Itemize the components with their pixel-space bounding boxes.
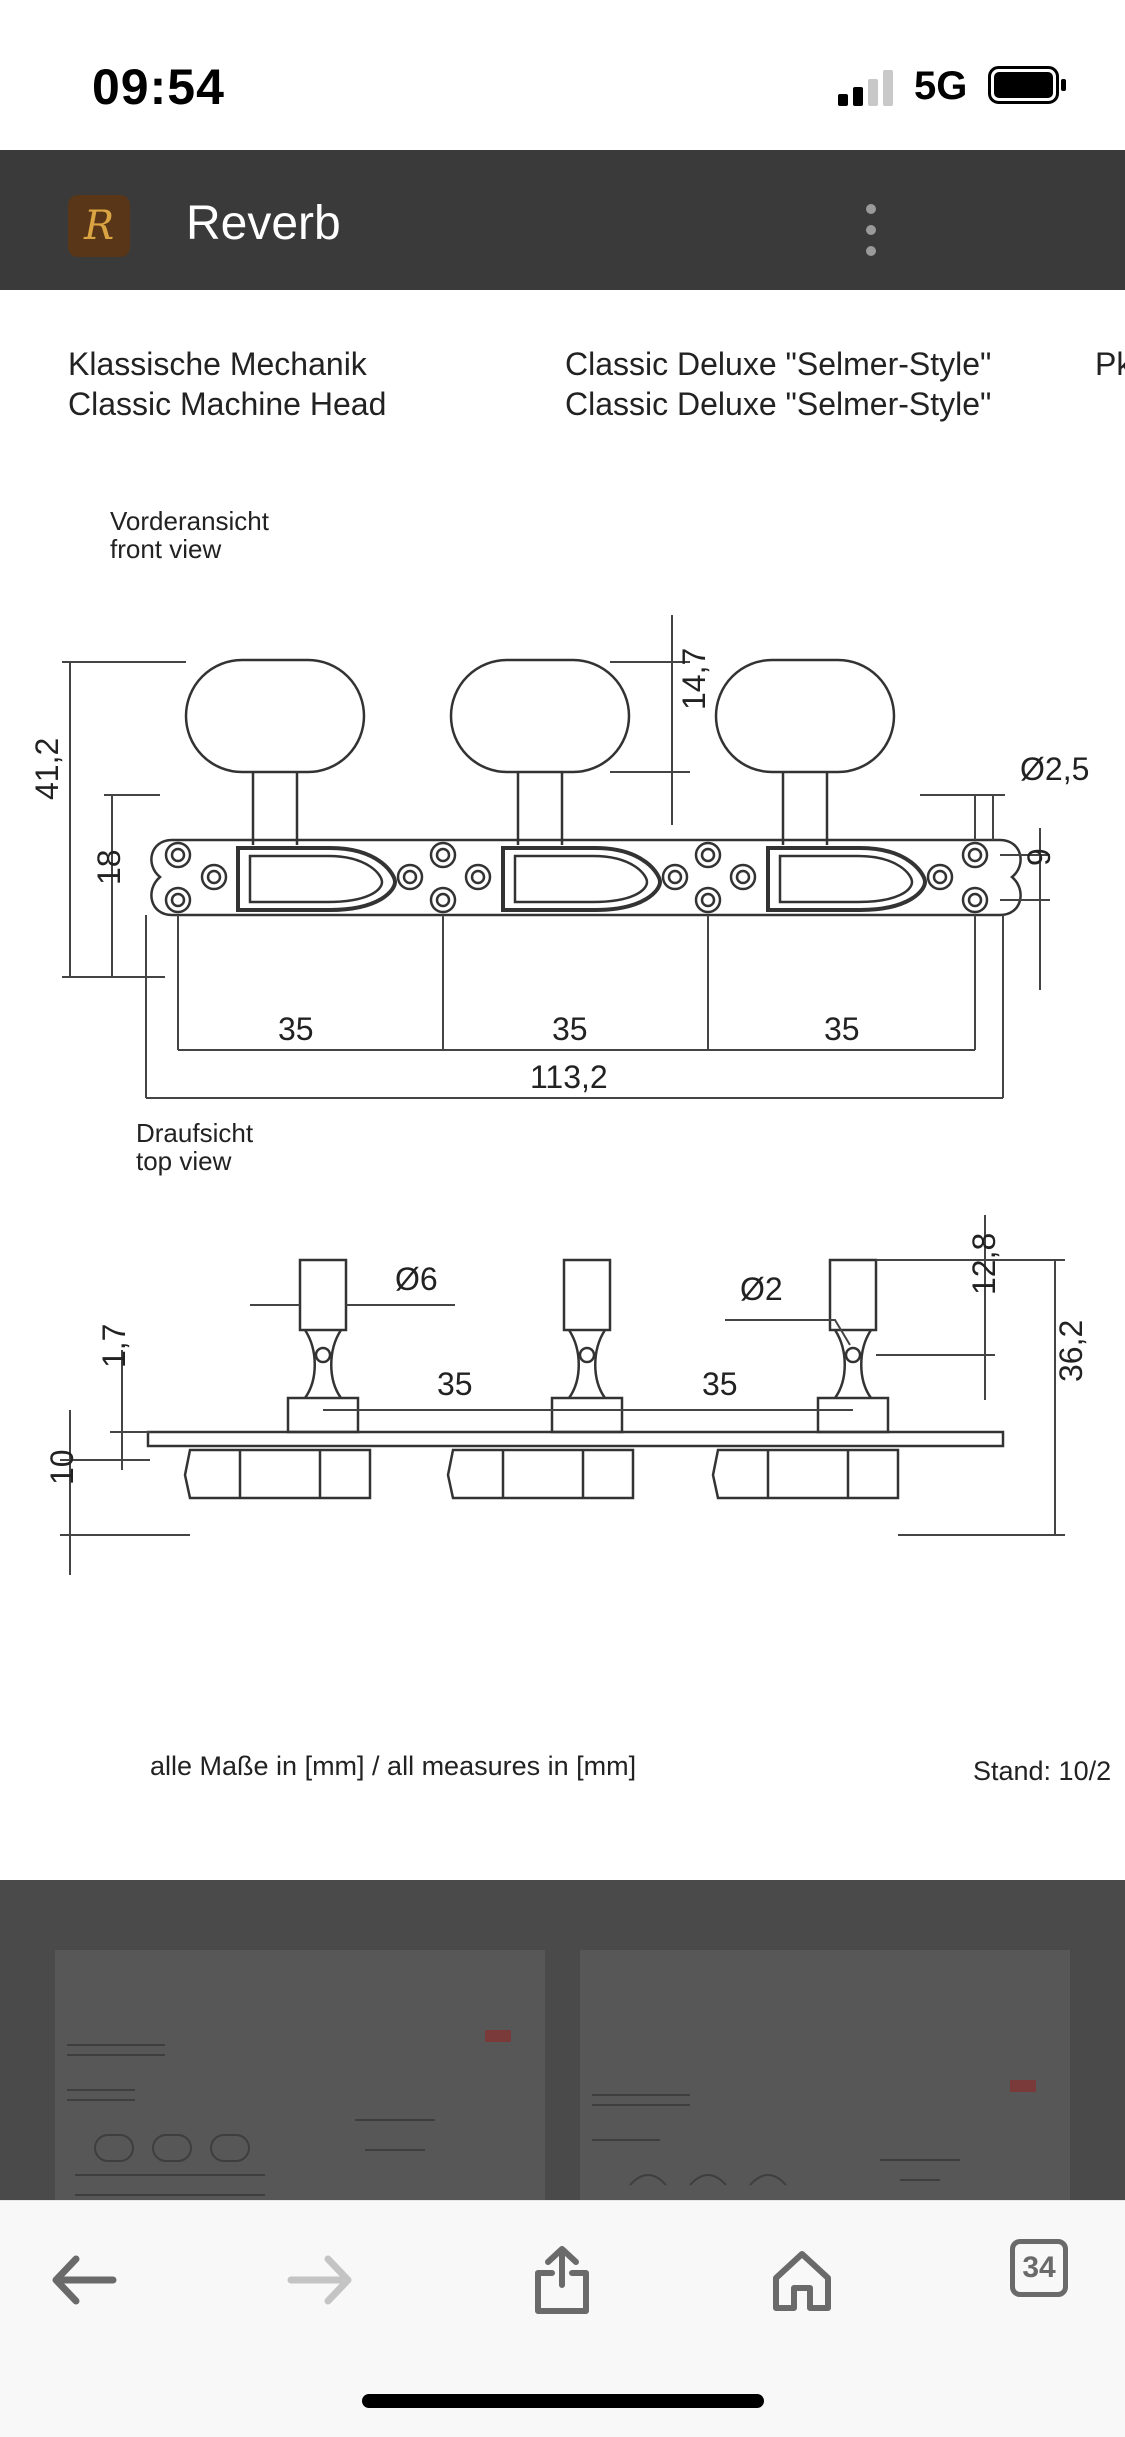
dim-spacing-2: 35: [552, 1011, 588, 1047]
home-button[interactable]: [757, 2235, 847, 2325]
more-options-icon[interactable]: [856, 200, 886, 260]
forward-button[interactable]: [276, 2235, 366, 2325]
dim-total-length: 113,2: [530, 1059, 608, 1095]
dim-post-height: 12,8: [966, 1233, 1002, 1295]
dim-top-spacing-2: 35: [702, 1366, 738, 1402]
tabs-button[interactable]: 34: [1010, 2239, 1068, 2297]
gallery-thumbnail[interactable]: [580, 1950, 1070, 2200]
screw-holes: [164, 841, 989, 914]
front-view-de: Vorderansicht: [110, 506, 270, 536]
top-view-en: top view: [136, 1146, 232, 1176]
top-view-parts: [146, 1258, 1005, 1500]
gallery-thumbnail[interactable]: [55, 1950, 545, 2200]
top-view-de: Draufsicht: [136, 1118, 254, 1148]
reverb-logo-icon[interactable]: R: [68, 195, 130, 257]
footer-date: Stand: 10/2: [973, 1756, 1111, 1786]
dim-spacing-1: 35: [278, 1011, 314, 1047]
footer-note: alle Maße in [mm] / all measures in [mm]: [150, 1751, 636, 1781]
dim-total-height: 36,2: [1053, 1320, 1089, 1382]
header-col2-en: Classic Deluxe "Selmer-Style": [565, 386, 991, 422]
arrow-left-icon: [52, 2255, 117, 2305]
dim-post-dia: Ø6: [395, 1261, 438, 1297]
dim-1-7: 1,7: [96, 1324, 132, 1368]
dim-top-spacing-1: 35: [437, 1366, 473, 1402]
technical-drawing: Klassische Mechanik Classic Machine Head…: [29, 346, 1125, 1786]
dim-pin-hole-dia: Ø2: [740, 1271, 783, 1307]
dim-spacing-3: 35: [824, 1011, 860, 1047]
status-time: 09:54: [92, 59, 225, 115]
app-title: Reverb: [186, 197, 341, 250]
cellular-signal-icon: [838, 70, 893, 106]
app-bar: R Reverb: [0, 150, 1125, 290]
dim-10: 10: [44, 1449, 80, 1485]
image-gallery[interactable]: [0, 1880, 1125, 2200]
plate-outline: [150, 838, 1022, 917]
share-button[interactable]: [517, 2235, 607, 2325]
header-col1-en: Classic Machine Head: [68, 386, 386, 422]
dim-height-total: 41,2: [29, 738, 65, 800]
product-image[interactable]: Klassische Mechanik Classic Machine Head…: [0, 290, 1125, 1880]
header-col2-de: Classic Deluxe "Selmer-Style": [565, 346, 991, 382]
network-type: 5G: [914, 64, 968, 108]
knob-group: [184, 658, 896, 845]
status-bar: 09:54 5G: [0, 0, 1125, 150]
home-indicator[interactable]: [362, 2394, 764, 2408]
back-button[interactable]: [38, 2235, 128, 2325]
battery-icon: [988, 66, 1066, 104]
home-icon: [773, 2251, 831, 2311]
dim-plate-height: 18: [91, 849, 127, 885]
share-icon: [535, 2246, 589, 2314]
header-col3: Pk: [1095, 346, 1125, 382]
front-view-en: front view: [110, 534, 221, 564]
arrow-right-icon: [287, 2255, 352, 2305]
dim-hole-spacing: 9: [1021, 848, 1057, 866]
dim-knob-height: 14,7: [676, 648, 712, 710]
dim-hole-dia: Ø2,5: [1020, 751, 1089, 787]
header-col1-de: Klassische Mechanik: [68, 346, 368, 382]
